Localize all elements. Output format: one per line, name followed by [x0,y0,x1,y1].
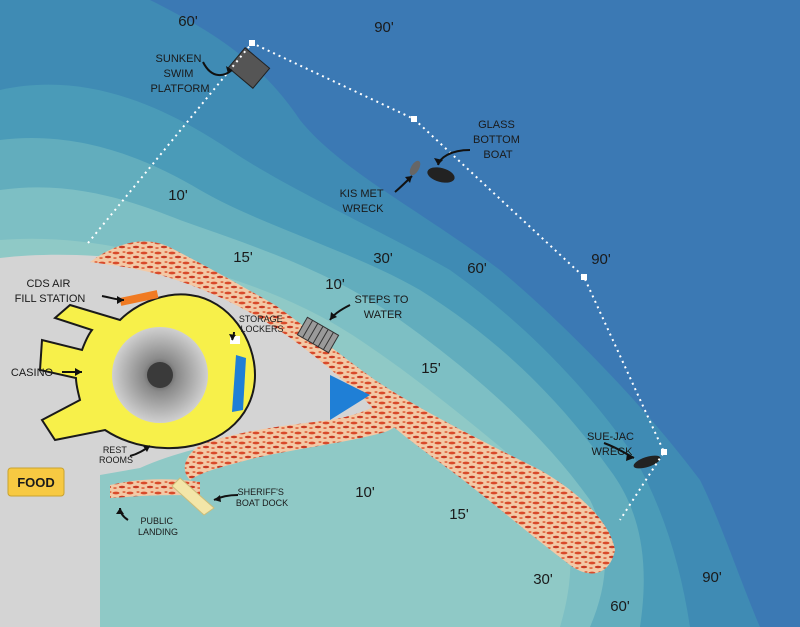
buoy-marker-icon [249,40,255,46]
depth-label: 60' [610,598,630,615]
sheriffs-boat-dock [171,477,215,516]
label-rest-rooms: REST ROOMS [99,445,133,465]
depth-label: 60' [467,260,487,277]
food-label: FOOD [17,475,55,490]
depth-label: 10' [325,276,345,293]
air-fill-station-marker [119,290,159,306]
depth-label: 60' [178,13,198,30]
platform-icon [227,47,271,89]
label-casino: CASINO [11,367,54,379]
reef-north [90,241,615,574]
blue-pool [330,375,370,420]
label-sue-jac-wreck: SUE-JAC WRECK [587,431,637,458]
depth-label: 10' [355,484,375,501]
label-kis-met-wreck: KIS MET WRECK [340,188,387,215]
storage-lockers-marker [230,336,240,344]
label-sunken-swim-platform: SUNKEN SWIM PLATFORM [150,53,209,95]
steps-icon [296,316,340,354]
buoy-marker-icon [581,274,587,280]
wreck-icon [409,160,421,176]
buoy-marker-icon [661,449,667,455]
label-steps-to-water: STEPS TO WATER [354,294,411,321]
arrow-heads [75,66,634,514]
depth-label: 90' [702,569,722,586]
depth-label: 15' [421,360,441,377]
depth-label: 90' [591,251,611,268]
depth-label: 15' [233,249,253,266]
label-public-landing: PUBLIC LANDING [138,516,178,537]
buoy-line [87,41,666,521]
depth-label: 30' [533,571,553,588]
label-cds-air-fill-station: CDS AIR FILL STATION [15,278,86,305]
label-glass-bottom-boat: GLASS BOTTOM BOAT [473,119,523,161]
blue-wall [232,355,246,412]
food-box [7,467,65,497]
depth-label: 30' [373,250,393,267]
label-sheriffs-boat-dock: SHERIFF'S BOAT DOCK [236,487,288,508]
label-storage-lockers: STORAGE LOCKERS [239,314,285,334]
depth-label: 10' [168,187,188,204]
casino-dome-center [147,362,173,388]
boat-icon [427,167,455,183]
buoy-marker-icon [411,116,417,122]
depth-label: 90' [374,19,394,36]
depth-label: 15' [449,506,469,523]
wreck-icon [633,455,661,469]
reef-south [184,395,404,480]
